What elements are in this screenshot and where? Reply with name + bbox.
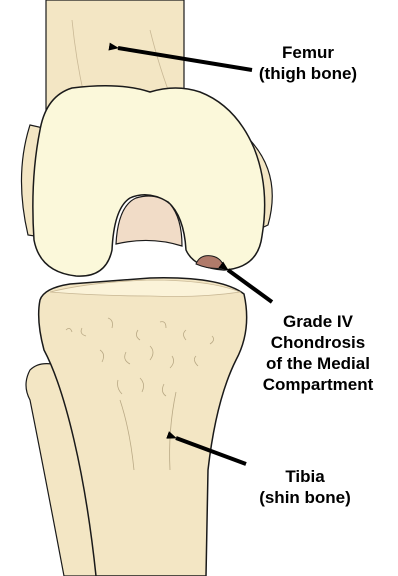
chondrosis-label: Grade IV Chondrosis of the Medial Compar… — [238, 311, 398, 395]
tibia-label: Tibia (shin bone) — [230, 466, 380, 508]
femur-label-line1: Femur — [238, 42, 378, 63]
chondrosis-label-line2: Chondrosis — [238, 332, 398, 353]
chondrosis-label-line3: of the Medial — [238, 353, 398, 374]
femur-condyles — [33, 86, 265, 276]
tibia-label-line1: Tibia — [230, 466, 380, 487]
chondrosis-label-line4: Compartment — [238, 374, 398, 395]
femur-label: Femur (thigh bone) — [238, 42, 378, 84]
tibia-label-line2: (shin bone) — [230, 487, 380, 508]
femur-label-line2: (thigh bone) — [238, 63, 378, 84]
chondrosis-label-line1: Grade IV — [238, 311, 398, 332]
